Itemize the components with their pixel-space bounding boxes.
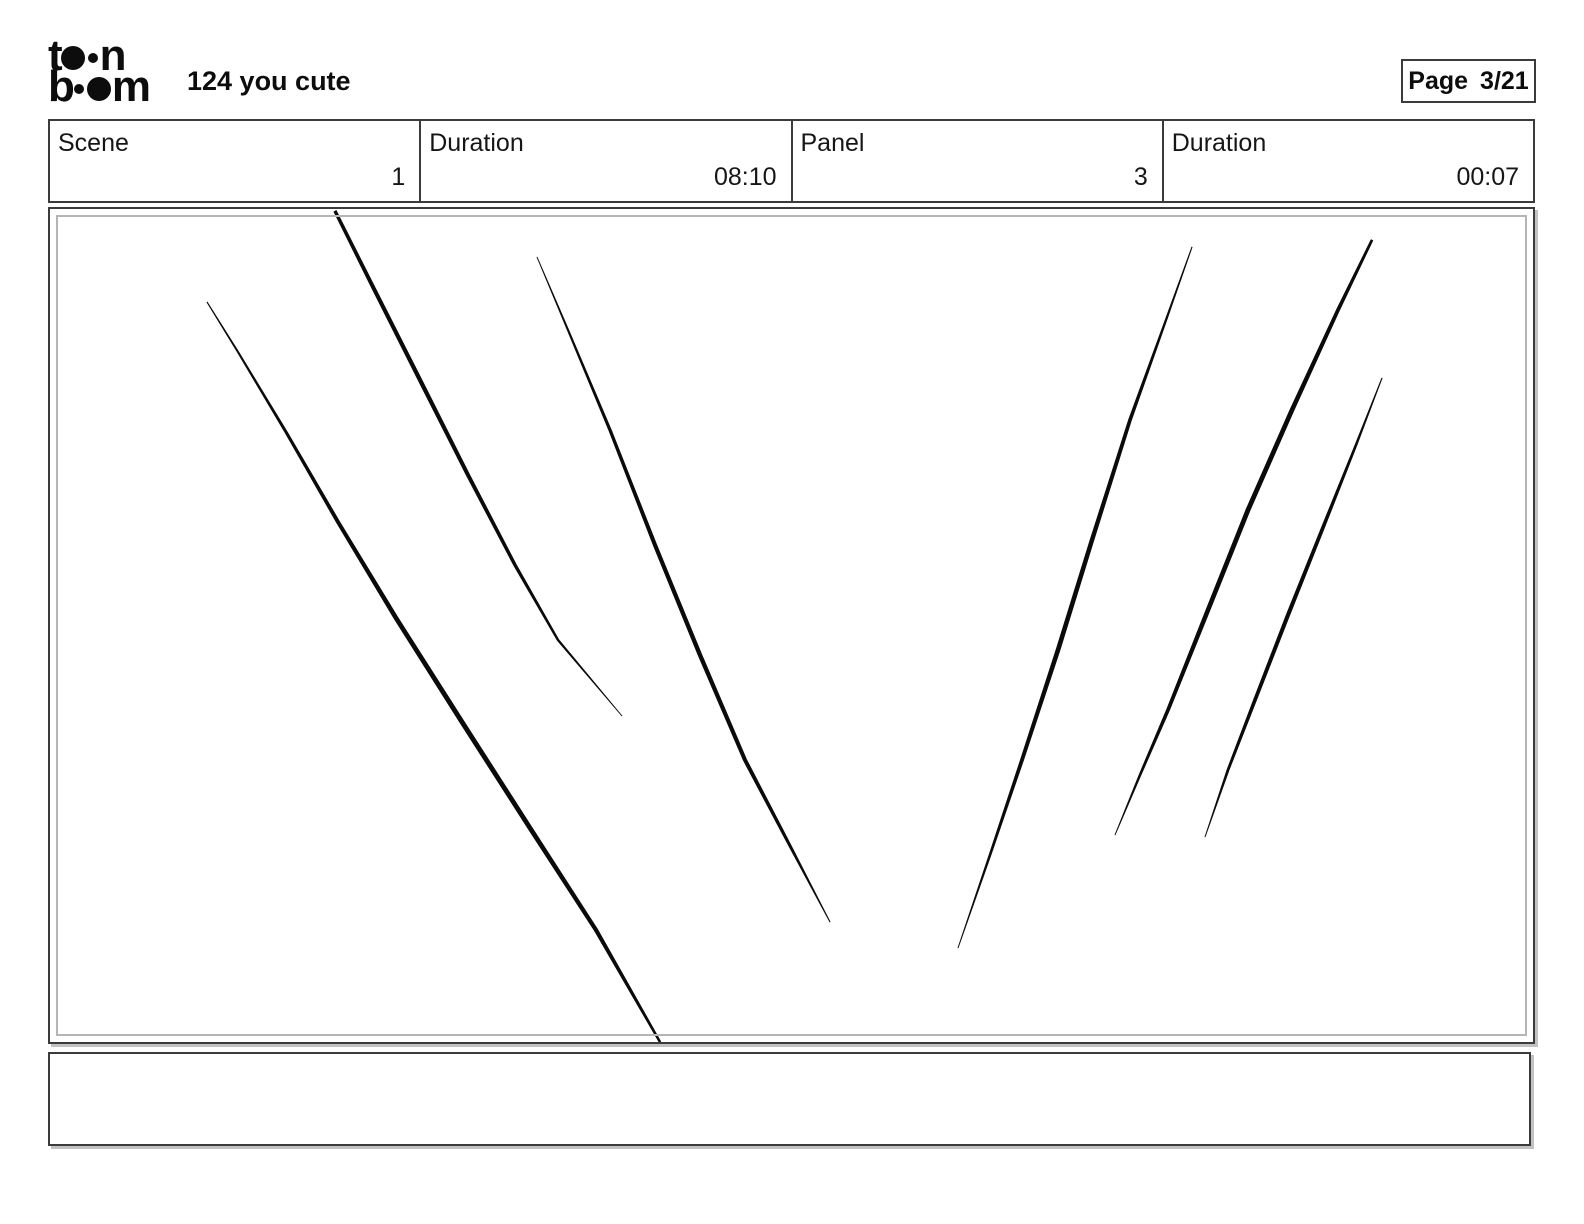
logo-letter: n	[99, 30, 127, 80]
toonboom-logo-line1: t n	[48, 30, 148, 80]
toonboom-logo: t n b m	[48, 30, 151, 111]
scene-duration-label: Duration	[429, 129, 524, 157]
sketch-stroke-left-stroke-long	[206, 301, 662, 1042]
logo-letter: m	[111, 61, 151, 111]
sketch-stroke-left-stroke-middle	[536, 256, 831, 923]
info-cell-panel: Panel 3	[793, 121, 1164, 201]
scene-label: Scene	[58, 129, 129, 157]
info-cell-scene-duration: Duration 08:10	[421, 121, 793, 201]
panel-drawing	[206, 210, 1383, 1042]
sketch-stroke-left-stroke-from-top	[333, 210, 623, 717]
sketch-stroke-right-stroke-tall	[1114, 239, 1374, 836]
logo-letter: t	[48, 30, 63, 80]
panel-duration-value: 00:07	[1456, 163, 1519, 191]
sketch-stroke-right-stroke-short	[1204, 377, 1383, 838]
storyboard-panel	[48, 207, 1535, 1044]
info-cell-panel-duration: Duration 00:07	[1164, 121, 1533, 201]
toonboom-logo-line2: b m	[48, 61, 151, 111]
logo-small-dot-icon	[73, 83, 84, 94]
caption-box	[48, 1052, 1531, 1146]
panel-value: 3	[1133, 163, 1148, 191]
logo-letter: b	[48, 61, 75, 111]
sketch-stroke-right-stroke-inner	[957, 246, 1193, 949]
scene-value: 1	[391, 163, 406, 191]
logo-big-dot-icon	[86, 76, 111, 101]
scene-duration-value: 08:10	[713, 163, 777, 191]
logo-small-dot-icon	[87, 52, 98, 63]
project-title: 124 you cute	[187, 66, 351, 96]
page-number-box: Page 3/21	[1401, 59, 1536, 103]
page-value: 3/21	[1480, 66, 1529, 95]
info-table: Scene 1 Duration 08:10 Panel 3 Duration …	[48, 119, 1535, 203]
page-label: Page	[1408, 66, 1469, 95]
panel-label: Panel	[800, 129, 865, 157]
info-cell-scene: Scene 1	[50, 121, 422, 201]
logo-big-dot-icon	[60, 45, 85, 70]
panel-duration-label: Duration	[1171, 129, 1267, 157]
